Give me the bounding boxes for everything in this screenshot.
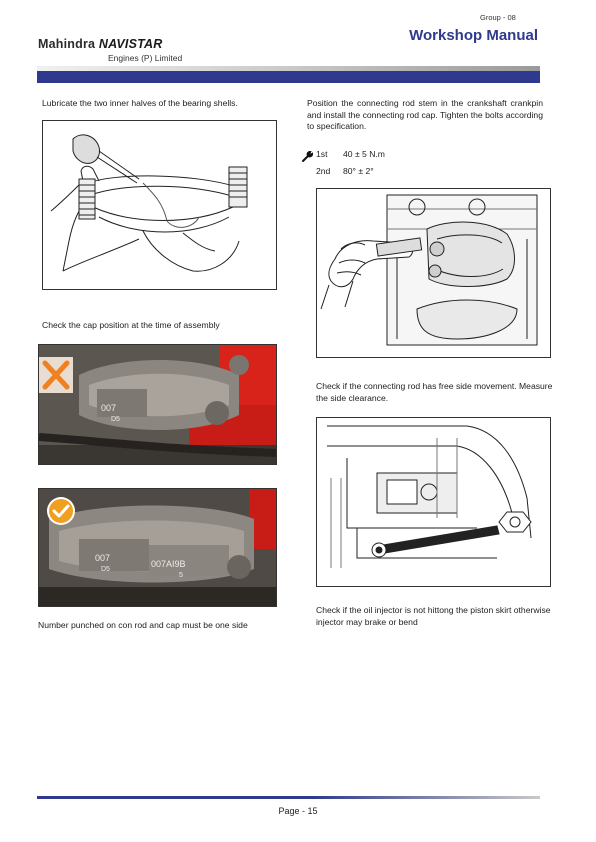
right-step-2-text: Check if the connecting rod has free sid…: [316, 381, 553, 403]
left-step-3-text: Number punched on con rod and cap must b…: [38, 620, 248, 630]
footer-line: [37, 796, 540, 799]
cap-position-wrong-photo: 007 D5: [38, 344, 277, 465]
header-bar: [37, 71, 540, 83]
group-label: Group - 08: [480, 13, 516, 22]
logo-brand-partner: NAVISTAR: [98, 37, 163, 51]
wrong-mark-icon: [42, 359, 72, 391]
document-title: Workshop Manual: [409, 27, 538, 44]
photo2-code2: 5: [179, 572, 183, 579]
photo1-stamp: 007: [101, 403, 116, 413]
left-step-1-text: Lubricate the two inner halves of the be…: [42, 98, 238, 108]
torque-value-2: 80° ± 2°: [343, 166, 374, 176]
right-step-3-text: Check if the oil injector is not hittong…: [316, 605, 551, 627]
photo2-stamp2: D5: [101, 566, 110, 573]
torque-stage-1: 1st: [316, 149, 328, 159]
photo1-stamp2: D5: [111, 416, 120, 423]
torque-value-1: 40 ± 5 N.m: [343, 149, 385, 159]
logo-subtitle: Engines (P) Limited: [108, 53, 183, 63]
header-gradient-strip: [37, 66, 540, 71]
company-logo: Mahindra NAVISTAR Engines (P) Limited: [38, 37, 188, 65]
cap-position-correct-photo: 007 D5 007AI9B 5: [38, 488, 277, 607]
wrench-icon: [301, 151, 313, 163]
torque-stage-2: 2nd: [316, 166, 331, 176]
photo2-code: 007AI9B: [151, 559, 186, 569]
bearing-shell-illustration: [42, 120, 277, 290]
left-step-2-text: Check the cap position at the time of as…: [42, 320, 220, 330]
page-number: Page - 15: [278, 806, 318, 816]
side-clearance-illustration: [316, 417, 551, 587]
right-step-1-text: Position the connecting rod stem in the …: [307, 98, 543, 131]
logo-text: Mahindra NAVISTAR: [38, 37, 188, 51]
photo2-stamp: 007: [95, 553, 110, 563]
connecting-rod-torque-illustration: [316, 188, 551, 358]
logo-brand-main: Mahindra: [38, 37, 96, 51]
